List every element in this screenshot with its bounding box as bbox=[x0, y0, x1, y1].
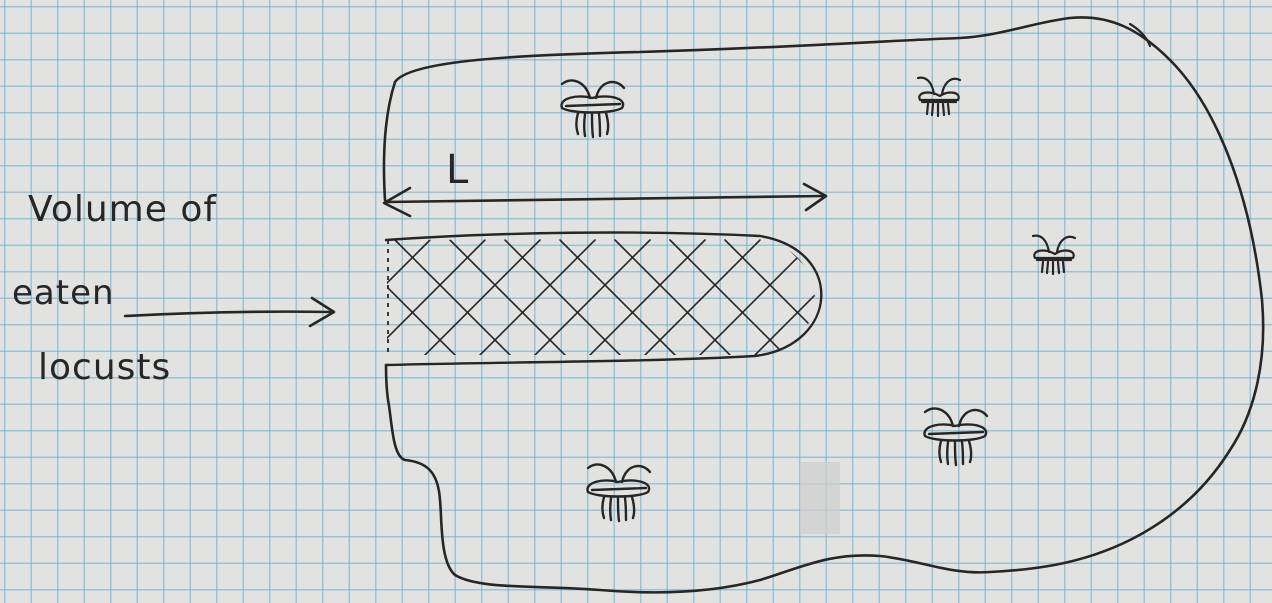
volume-label-line-1: Volume of bbox=[28, 192, 217, 228]
locust-icon bbox=[924, 408, 987, 465]
volume-label-line-2: eaten bbox=[12, 276, 115, 310]
eaten-volume-hatch bbox=[310, 240, 900, 360]
locust-icon bbox=[587, 464, 650, 521]
locust-icon bbox=[918, 78, 960, 116]
volume-label-line-3: locusts bbox=[38, 350, 171, 386]
locust-icon bbox=[1033, 236, 1075, 274]
length-label: L bbox=[446, 150, 469, 190]
locust-icon bbox=[561, 80, 624, 137]
pointer-arrow bbox=[125, 298, 334, 326]
